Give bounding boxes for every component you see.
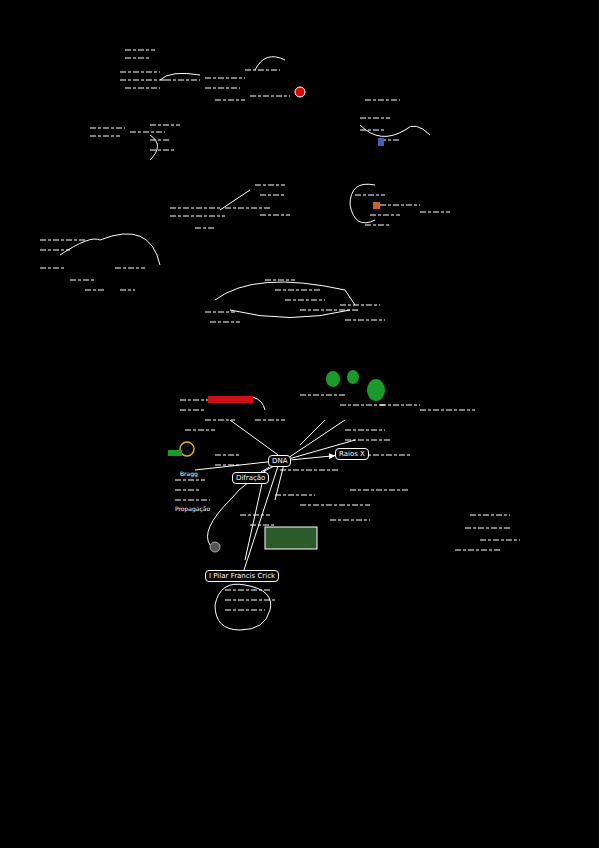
green-tag [168,450,182,456]
mind-map-node: Difração [232,472,269,484]
node-text: Difração [236,474,265,482]
green-blob [326,371,340,387]
orange-mark [373,202,380,209]
sketch-lines [60,57,430,630]
yellow-ring [180,442,194,456]
connector [291,456,335,460]
node-text: Raios X [339,450,365,458]
green-blob [367,379,385,401]
node-text: DNA [272,457,287,465]
photo-box [265,527,317,549]
red-bar [208,396,253,403]
mind-map-node: DNA [268,455,291,467]
red-dot [295,87,305,97]
blue-mark [378,138,384,146]
note-label: Propagação [175,505,210,512]
node-text: I Pilar Francis Crick [209,572,275,580]
mind-map-node: Raios X [335,448,369,460]
scribbled-text [40,50,520,610]
connector [261,467,270,472]
gray-dot [210,542,220,552]
note-label: Bragg [180,470,198,477]
mind-map-node: I Pilar Francis Crick [205,570,279,582]
green-blob [347,370,359,384]
connector [244,467,278,570]
